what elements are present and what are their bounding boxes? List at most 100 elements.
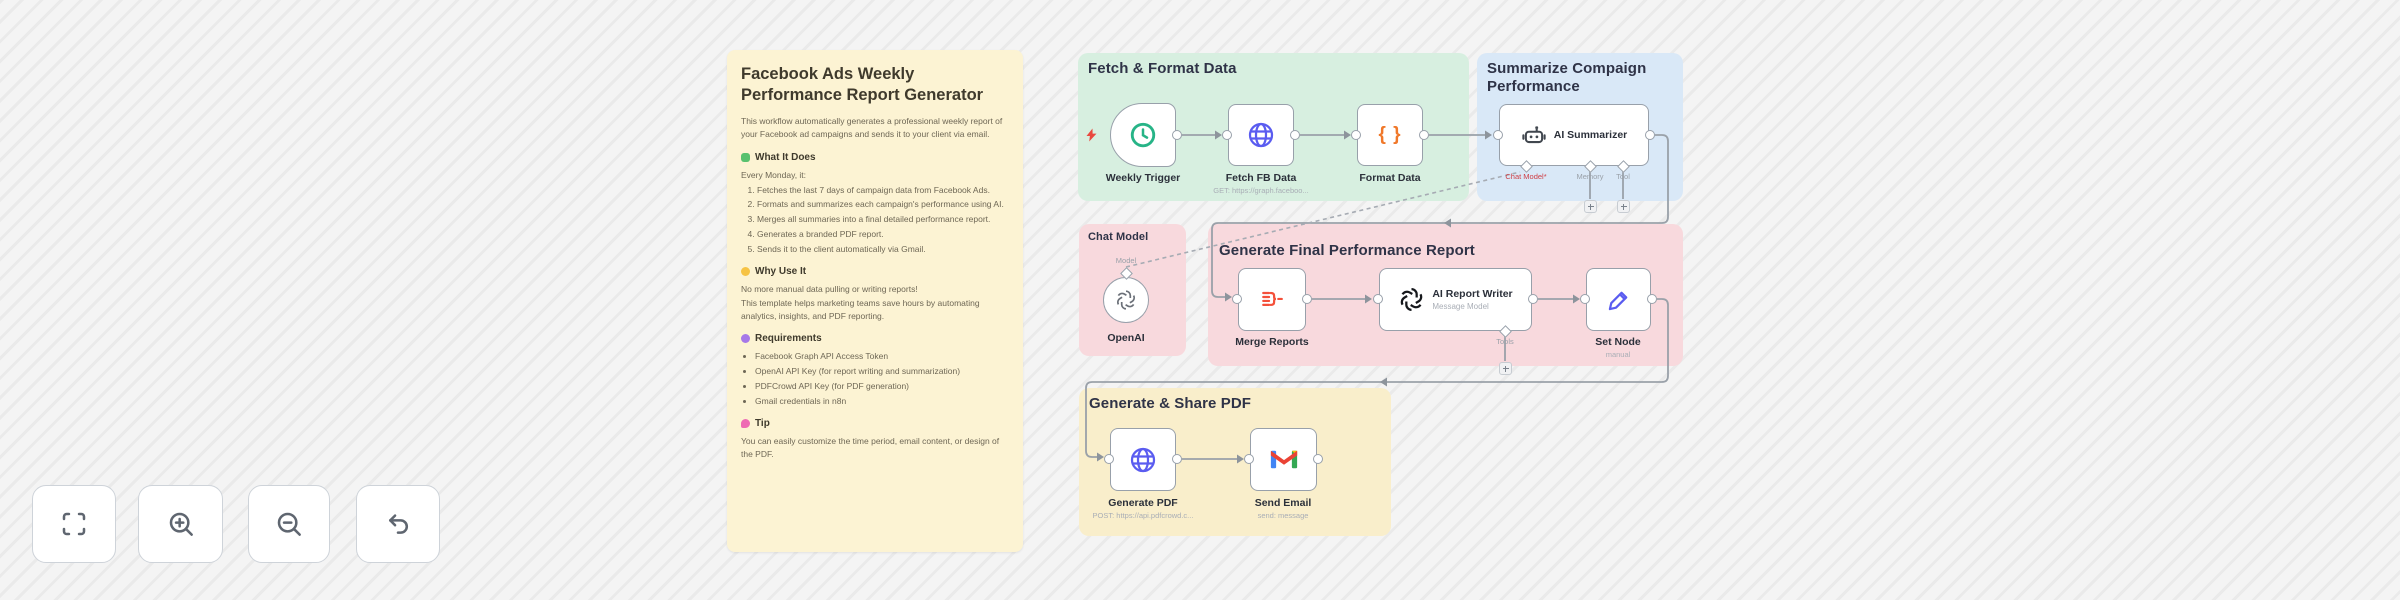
merge-icon bbox=[1258, 286, 1286, 314]
node-subtitle: Message Model bbox=[1432, 302, 1489, 311]
input-port[interactable] bbox=[1373, 294, 1383, 304]
zoom-in-button[interactable] bbox=[138, 485, 223, 563]
list-item: Fetches the last 7 days of campaign data… bbox=[757, 184, 1009, 196]
list-item: Gmail credentials in n8n bbox=[755, 395, 1009, 407]
output-port[interactable] bbox=[1172, 130, 1182, 140]
node-label: Send Email bbox=[1254, 497, 1312, 509]
fit-view-button[interactable] bbox=[32, 485, 116, 563]
openai-icon bbox=[1114, 288, 1138, 312]
node-send-email[interactable] bbox=[1250, 428, 1317, 491]
output-port[interactable] bbox=[1302, 294, 1312, 304]
output-port[interactable] bbox=[1647, 294, 1657, 304]
output-port[interactable] bbox=[1313, 454, 1323, 464]
list-item: PDFCrowd API Key (for PDF generation) bbox=[755, 380, 1009, 392]
undo-button[interactable] bbox=[356, 485, 440, 563]
zoom-in-icon bbox=[165, 508, 197, 540]
clock-icon bbox=[1128, 120, 1158, 150]
group-title: Summarize Compaign Performance bbox=[1487, 60, 1647, 95]
group-title: Chat Model bbox=[1088, 231, 1149, 243]
node-label: Weekly Trigger bbox=[1105, 172, 1181, 184]
list-item: Merges all summaries into a final detail… bbox=[757, 213, 1009, 225]
list-item: Generates a branded PDF report. bbox=[757, 228, 1009, 240]
node-merge-reports[interactable] bbox=[1238, 268, 1306, 331]
output-port[interactable] bbox=[1419, 130, 1429, 140]
node-weekly-trigger[interactable] bbox=[1110, 103, 1176, 167]
note-text: You can easily customize the time period… bbox=[741, 436, 1000, 459]
node-label: Set Node bbox=[1595, 336, 1641, 348]
zoom-out-button[interactable] bbox=[248, 485, 330, 563]
node-fetch-fb-data[interactable] bbox=[1228, 104, 1294, 166]
node-title: AI Report Writer bbox=[1432, 288, 1513, 300]
port-label-model: Model bbox=[1115, 256, 1137, 265]
port-label-tool: Tool bbox=[1616, 172, 1630, 181]
node-generate-pdf[interactable] bbox=[1110, 428, 1176, 491]
why-use-it-icon bbox=[741, 267, 750, 277]
node-label: OpenAI bbox=[1107, 332, 1145, 344]
node-label: Format Data bbox=[1359, 172, 1421, 184]
output-port[interactable] bbox=[1172, 454, 1182, 464]
output-port[interactable] bbox=[1528, 294, 1538, 304]
node-format-data[interactable]: { } bbox=[1357, 104, 1423, 166]
node-subtitle: POST: https://api.pdfcrowd.c... bbox=[1092, 511, 1194, 520]
sticky-note-intro: This workflow automatically generates a … bbox=[741, 116, 1003, 139]
fit-view-icon bbox=[58, 508, 90, 540]
group-title: Fetch & Format Data bbox=[1088, 60, 1237, 77]
sticky-note-title: Facebook Ads Weekly Performance Report G… bbox=[741, 65, 984, 104]
output-port[interactable] bbox=[1290, 130, 1300, 140]
node-subtitle: GET: https://graph.faceboo... bbox=[1213, 186, 1309, 195]
note-heading: What It Does bbox=[755, 151, 816, 163]
note-heading: Why Use It bbox=[755, 266, 807, 278]
input-port[interactable] bbox=[1351, 130, 1361, 140]
node-openai-chat-model[interactable] bbox=[1103, 277, 1149, 323]
node-set[interactable] bbox=[1586, 268, 1651, 331]
globe-icon bbox=[1246, 120, 1276, 150]
sticky-note[interactable]: Facebook Ads Weekly Performance Report G… bbox=[727, 50, 1023, 552]
undo-icon bbox=[382, 508, 414, 540]
output-port[interactable] bbox=[1645, 130, 1655, 140]
node-label: Generate PDF bbox=[1108, 497, 1178, 509]
input-port[interactable] bbox=[1104, 454, 1114, 464]
port-label-chat-model: Chat Model* bbox=[1505, 172, 1547, 181]
input-port[interactable] bbox=[1232, 294, 1242, 304]
input-port[interactable] bbox=[1580, 294, 1590, 304]
what-it-does-list: Fetches the last 7 days of campaign data… bbox=[741, 184, 1009, 256]
tip-icon bbox=[741, 419, 750, 429]
add-memory-button[interactable] bbox=[1584, 200, 1597, 213]
note-heading: Tip bbox=[755, 418, 770, 430]
note-lead: Every Monday, it: bbox=[741, 169, 807, 180]
node-label: Fetch FB Data bbox=[1225, 172, 1297, 184]
robot-icon bbox=[1521, 122, 1547, 148]
list-item: OpenAI API Key (for report writing and s… bbox=[755, 365, 1009, 377]
node-label: Merge Reports bbox=[1235, 336, 1309, 348]
node-ai-report-writer[interactable]: AI Report Writer Message Model bbox=[1379, 268, 1532, 331]
list-item: Facebook Graph API Access Token bbox=[755, 350, 1009, 362]
add-tool-button[interactable] bbox=[1617, 200, 1630, 213]
add-tools-button[interactable] bbox=[1499, 362, 1512, 375]
note-text: This template helps marketing teams save… bbox=[741, 297, 980, 321]
node-title: AI Summarizer bbox=[1553, 129, 1628, 141]
list-item: Formats and summarizes each campaign's p… bbox=[757, 198, 1009, 210]
node-subtitle: send: message bbox=[1257, 511, 1309, 520]
port-label-memory: Memory bbox=[1576, 172, 1604, 181]
node-subtitle: manual bbox=[1605, 350, 1631, 359]
trigger-bolt-icon bbox=[1085, 128, 1098, 142]
code-braces-icon: { } bbox=[1378, 124, 1402, 145]
zoom-out-icon bbox=[273, 508, 305, 540]
input-port[interactable] bbox=[1222, 130, 1232, 140]
node-ai-summarizer[interactable]: AI Summarizer bbox=[1499, 104, 1649, 166]
openai-icon bbox=[1398, 286, 1425, 313]
requirements-icon bbox=[741, 334, 750, 344]
input-port[interactable] bbox=[1493, 130, 1503, 140]
input-port[interactable] bbox=[1244, 454, 1254, 464]
requirements-list: Facebook Graph API Access Token OpenAI A… bbox=[741, 350, 1009, 407]
group-title: Generate & Share PDF bbox=[1089, 395, 1252, 412]
port-label-tools: Tools bbox=[1496, 337, 1514, 346]
globe-icon bbox=[1128, 445, 1158, 475]
gmail-icon bbox=[1269, 447, 1299, 472]
group-title: Generate Final Performance Report bbox=[1219, 242, 1475, 259]
list-item: Sends it to the client automatically via… bbox=[757, 243, 1009, 255]
note-heading: Requirements bbox=[755, 333, 822, 345]
pen-icon bbox=[1605, 286, 1633, 314]
note-text: No more manual data pulling or writing r… bbox=[741, 284, 918, 295]
